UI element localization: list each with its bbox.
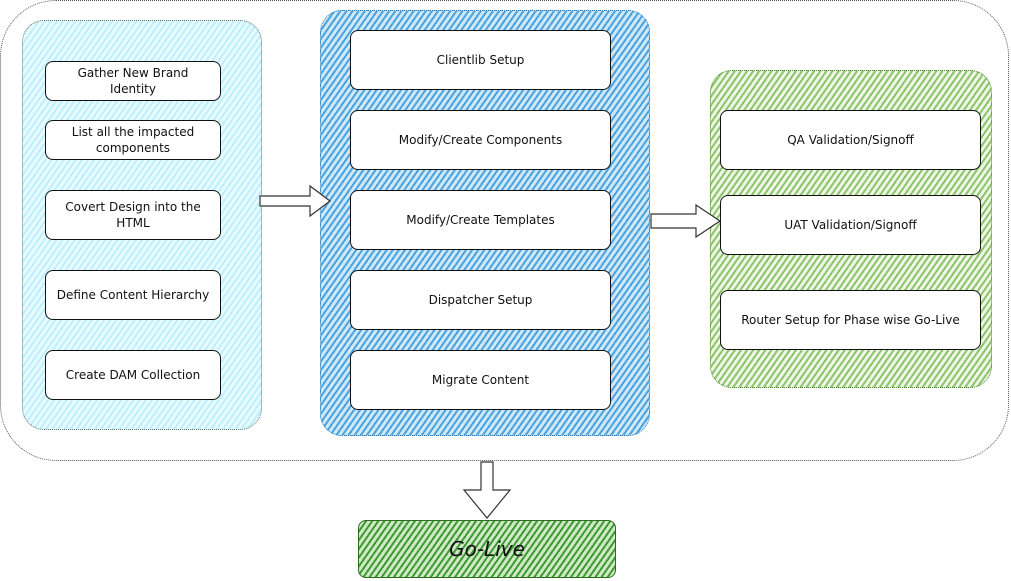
step-modify-components[interactable]: Modify/Create Components <box>350 110 611 170</box>
step-label: Modify/Create Components <box>398 133 563 147</box>
step-clientlib-setup[interactable]: Clientlib Setup <box>350 30 611 90</box>
step-label: Modify/Create Templates <box>406 213 555 227</box>
step-gather-brand-identity[interactable]: Gather New Brand Identity <box>45 61 221 101</box>
step-label: Define Content Hierarchy <box>56 288 210 302</box>
step-qa-validation[interactable]: QA Validation/Signoff <box>720 110 981 170</box>
step-create-dam-collection[interactable]: Create DAM Collection <box>45 350 221 400</box>
go-live-label: Go-Live <box>449 537 525 561</box>
step-label: UAT Validation/Signoff <box>784 218 917 232</box>
step-label: Covert Design into the HTML <box>65 200 201 230</box>
step-label: QA Validation/Signoff <box>787 133 914 147</box>
step-label: Create DAM Collection <box>65 368 201 382</box>
step-convert-design-html[interactable]: Covert Design into the HTML <box>45 190 221 240</box>
step-label: Dispatcher Setup <box>428 293 533 307</box>
step-label: Gather New Brand Identity <box>77 66 189 96</box>
go-live-box[interactable]: Go-Live <box>358 520 616 578</box>
process-container <box>0 0 1009 461</box>
step-define-content-hierarchy[interactable]: Define Content Hierarchy <box>45 270 221 320</box>
step-label: List all the impacted components <box>71 125 195 155</box>
arrow-down-icon <box>462 461 512 519</box>
step-dispatcher-setup[interactable]: Dispatcher Setup <box>350 270 611 330</box>
step-label: Clientlib Setup <box>436 53 525 67</box>
arrow-right-icon <box>259 184 331 218</box>
step-router-setup[interactable]: Router Setup for Phase wise Go-Live <box>720 290 981 350</box>
step-list-impacted-components[interactable]: List all the impacted components <box>45 120 221 160</box>
step-label: Migrate Content <box>431 373 530 387</box>
arrow-right-icon <box>650 203 722 239</box>
step-uat-validation[interactable]: UAT Validation/Signoff <box>720 195 981 255</box>
step-modify-templates[interactable]: Modify/Create Templates <box>350 190 611 250</box>
step-label: Router Setup for Phase wise Go-Live <box>741 313 960 327</box>
step-migrate-content[interactable]: Migrate Content <box>350 350 611 410</box>
